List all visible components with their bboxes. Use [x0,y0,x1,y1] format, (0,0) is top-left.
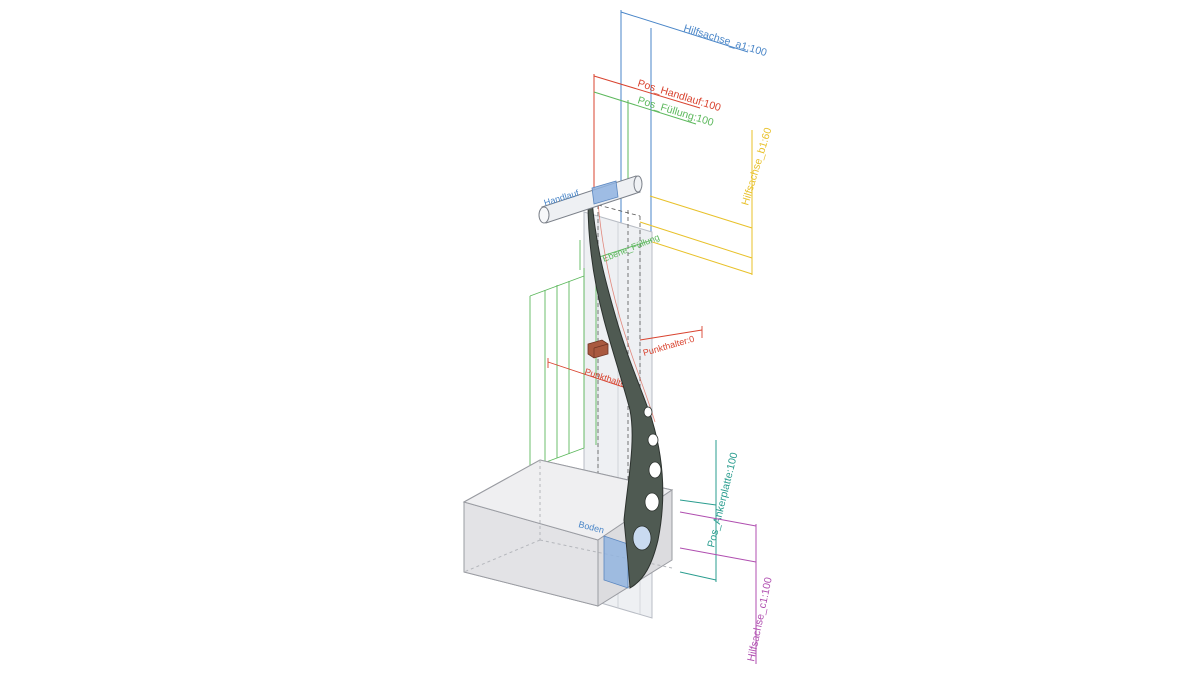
pos-handlauf-dimension [593,74,701,190]
hilfsachse-b-label: Hilfsachse_b1:60 [739,126,774,207]
glass-clamp-block-icon [587,339,609,359]
curved-baluster-post-icon [587,199,664,589]
hilfsachse-c-dimension [679,511,757,664]
anchor-plate-icon [603,535,629,589]
punkthalter-guides [547,326,703,389]
cylinder-handrail-icon [538,175,643,224]
hilfsachse-a-label: Hilfsachse_a1:100 [682,22,768,59]
hilfsachse-c-label: Hilfsachse_c1:100 [745,576,775,663]
pos-fuellung-dimension [593,91,697,190]
pos-ankerplatte-label: Pos_Ankerplatte:100 [705,451,740,549]
pos-ankerplatte-dimension [679,440,717,582]
hilfsachse-b-dimension [639,130,753,275]
infill-hatch-lines [529,239,653,469]
